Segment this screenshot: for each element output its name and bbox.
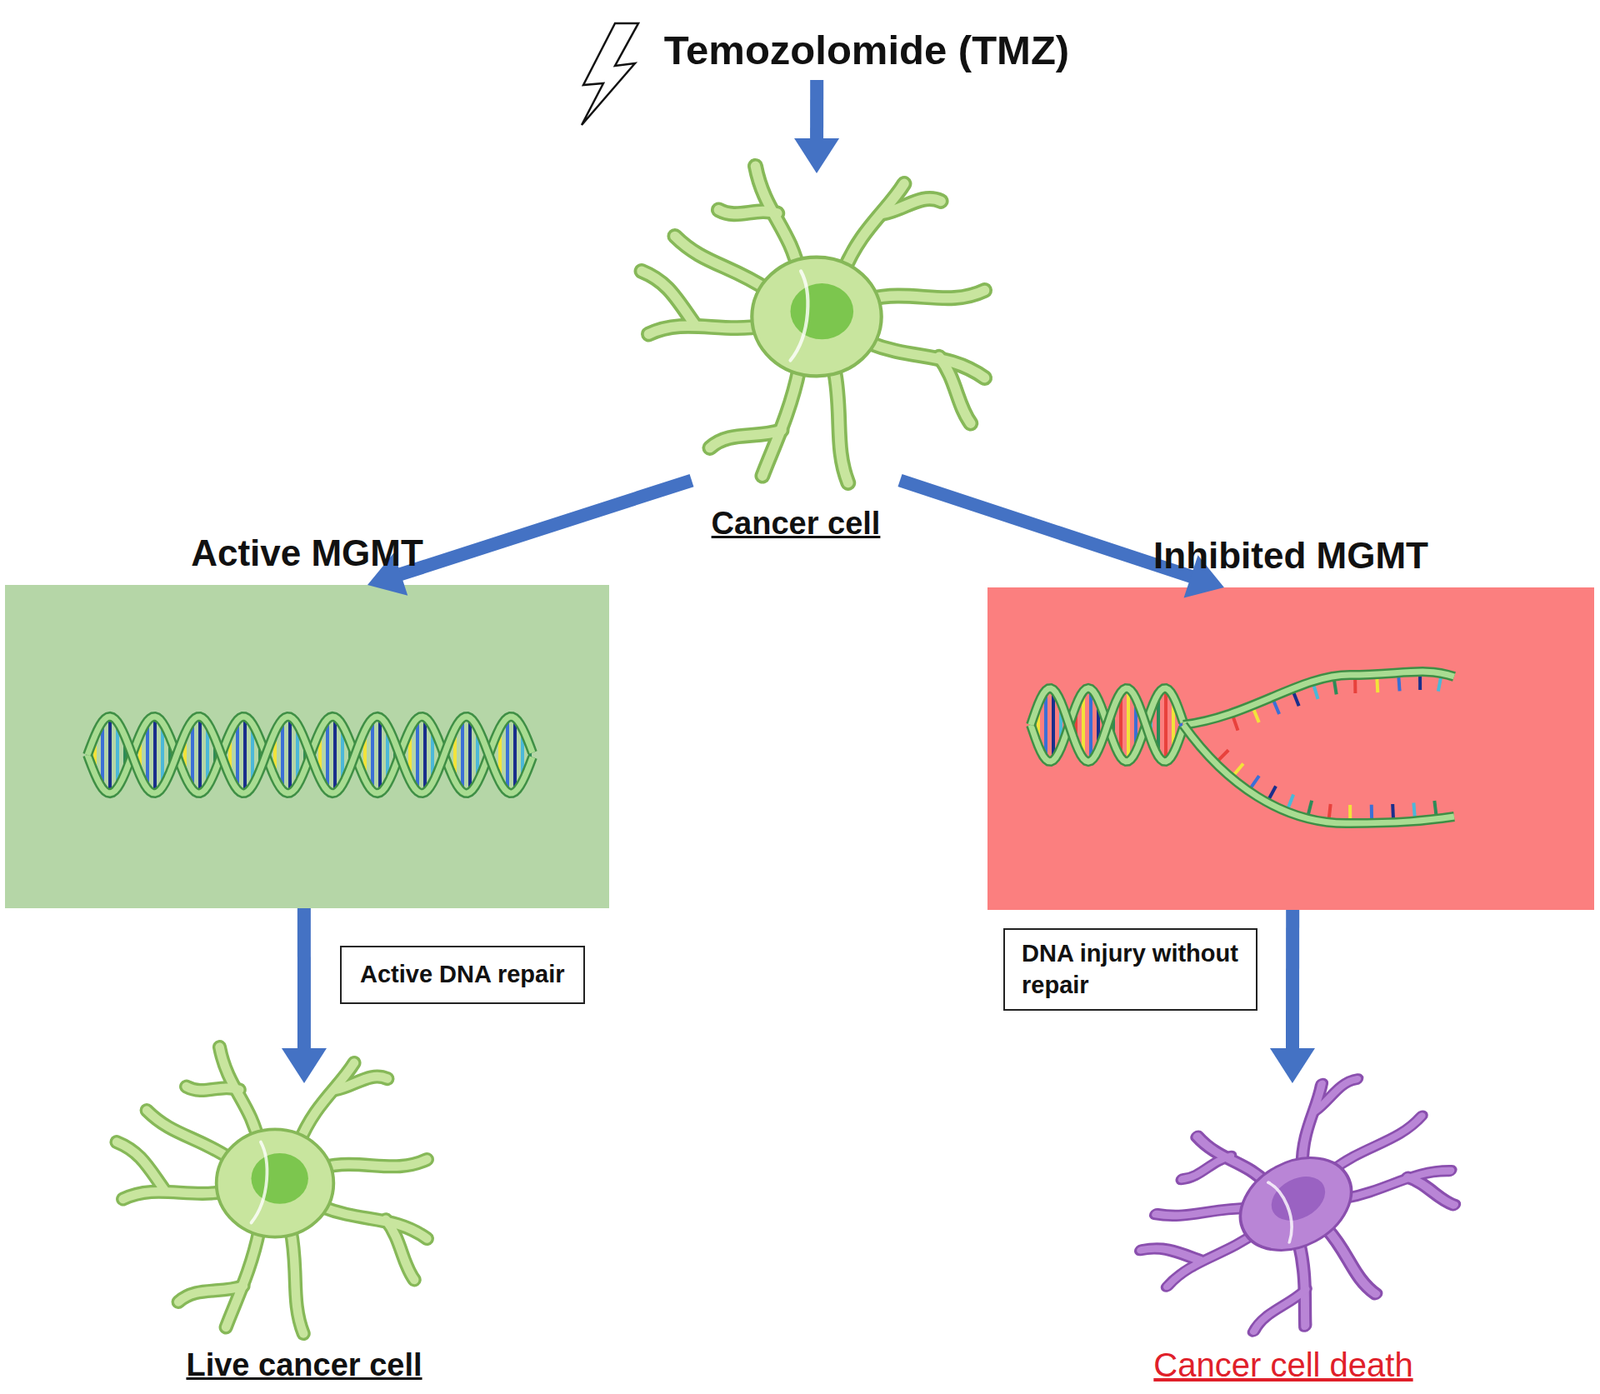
- arrow-head: [1270, 1048, 1315, 1084]
- mgmt-panel: Inhibited MGMT: [987, 587, 1595, 910]
- drug-name: Temozolomide (TMZ): [664, 25, 1070, 75]
- flow-arrow: [794, 80, 840, 174]
- cell-node: Cancer cell death: [1120, 1083, 1446, 1385]
- cell-caption: Cancer cell death: [1153, 1345, 1413, 1385]
- dna-double-helix: [87, 716, 533, 794]
- flow-arrow: [281, 908, 327, 1084]
- cell-caption: Cancer cell: [711, 505, 881, 544]
- cancer-cell-illustration: [641, 165, 985, 483]
- edge-label-box: Active DNA repair: [340, 945, 585, 1005]
- panel-ground: [5, 585, 610, 909]
- dead-cell-illustration: [1105, 1039, 1485, 1383]
- panel-heading: Inhibited MGMT: [1153, 534, 1429, 579]
- arrow-shaft: [900, 480, 1196, 579]
- live-cell-illustration: [116, 1047, 427, 1335]
- panel-heading: Active MGMT: [190, 531, 424, 576]
- panel-grounds: [5, 585, 1595, 910]
- flow-arrow: [1270, 910, 1315, 1084]
- cell-caption: Live cancer cell: [185, 1346, 422, 1385]
- drug-label-node: Temozolomide (TMZ): [650, 20, 1084, 80]
- mgmt-panel: Active MGMT: [5, 585, 610, 909]
- dna-unwound-helix: [1030, 671, 1455, 824]
- arrow-shaft: [1285, 910, 1300, 1054]
- arrow-shaft: [395, 480, 692, 576]
- arrow-shaft: [297, 908, 311, 1054]
- arrow-head: [794, 138, 840, 174]
- panel-ground: [987, 587, 1595, 910]
- arrow-shaft: [810, 80, 824, 144]
- cell-node: Live cancer cell: [141, 1083, 467, 1385]
- arrow-head: [281, 1048, 327, 1084]
- edge-label-box: DNA injury without repair: [1003, 928, 1258, 1011]
- cell-node: Cancer cell: [691, 173, 900, 544]
- lightning-bolt: [581, 23, 639, 125]
